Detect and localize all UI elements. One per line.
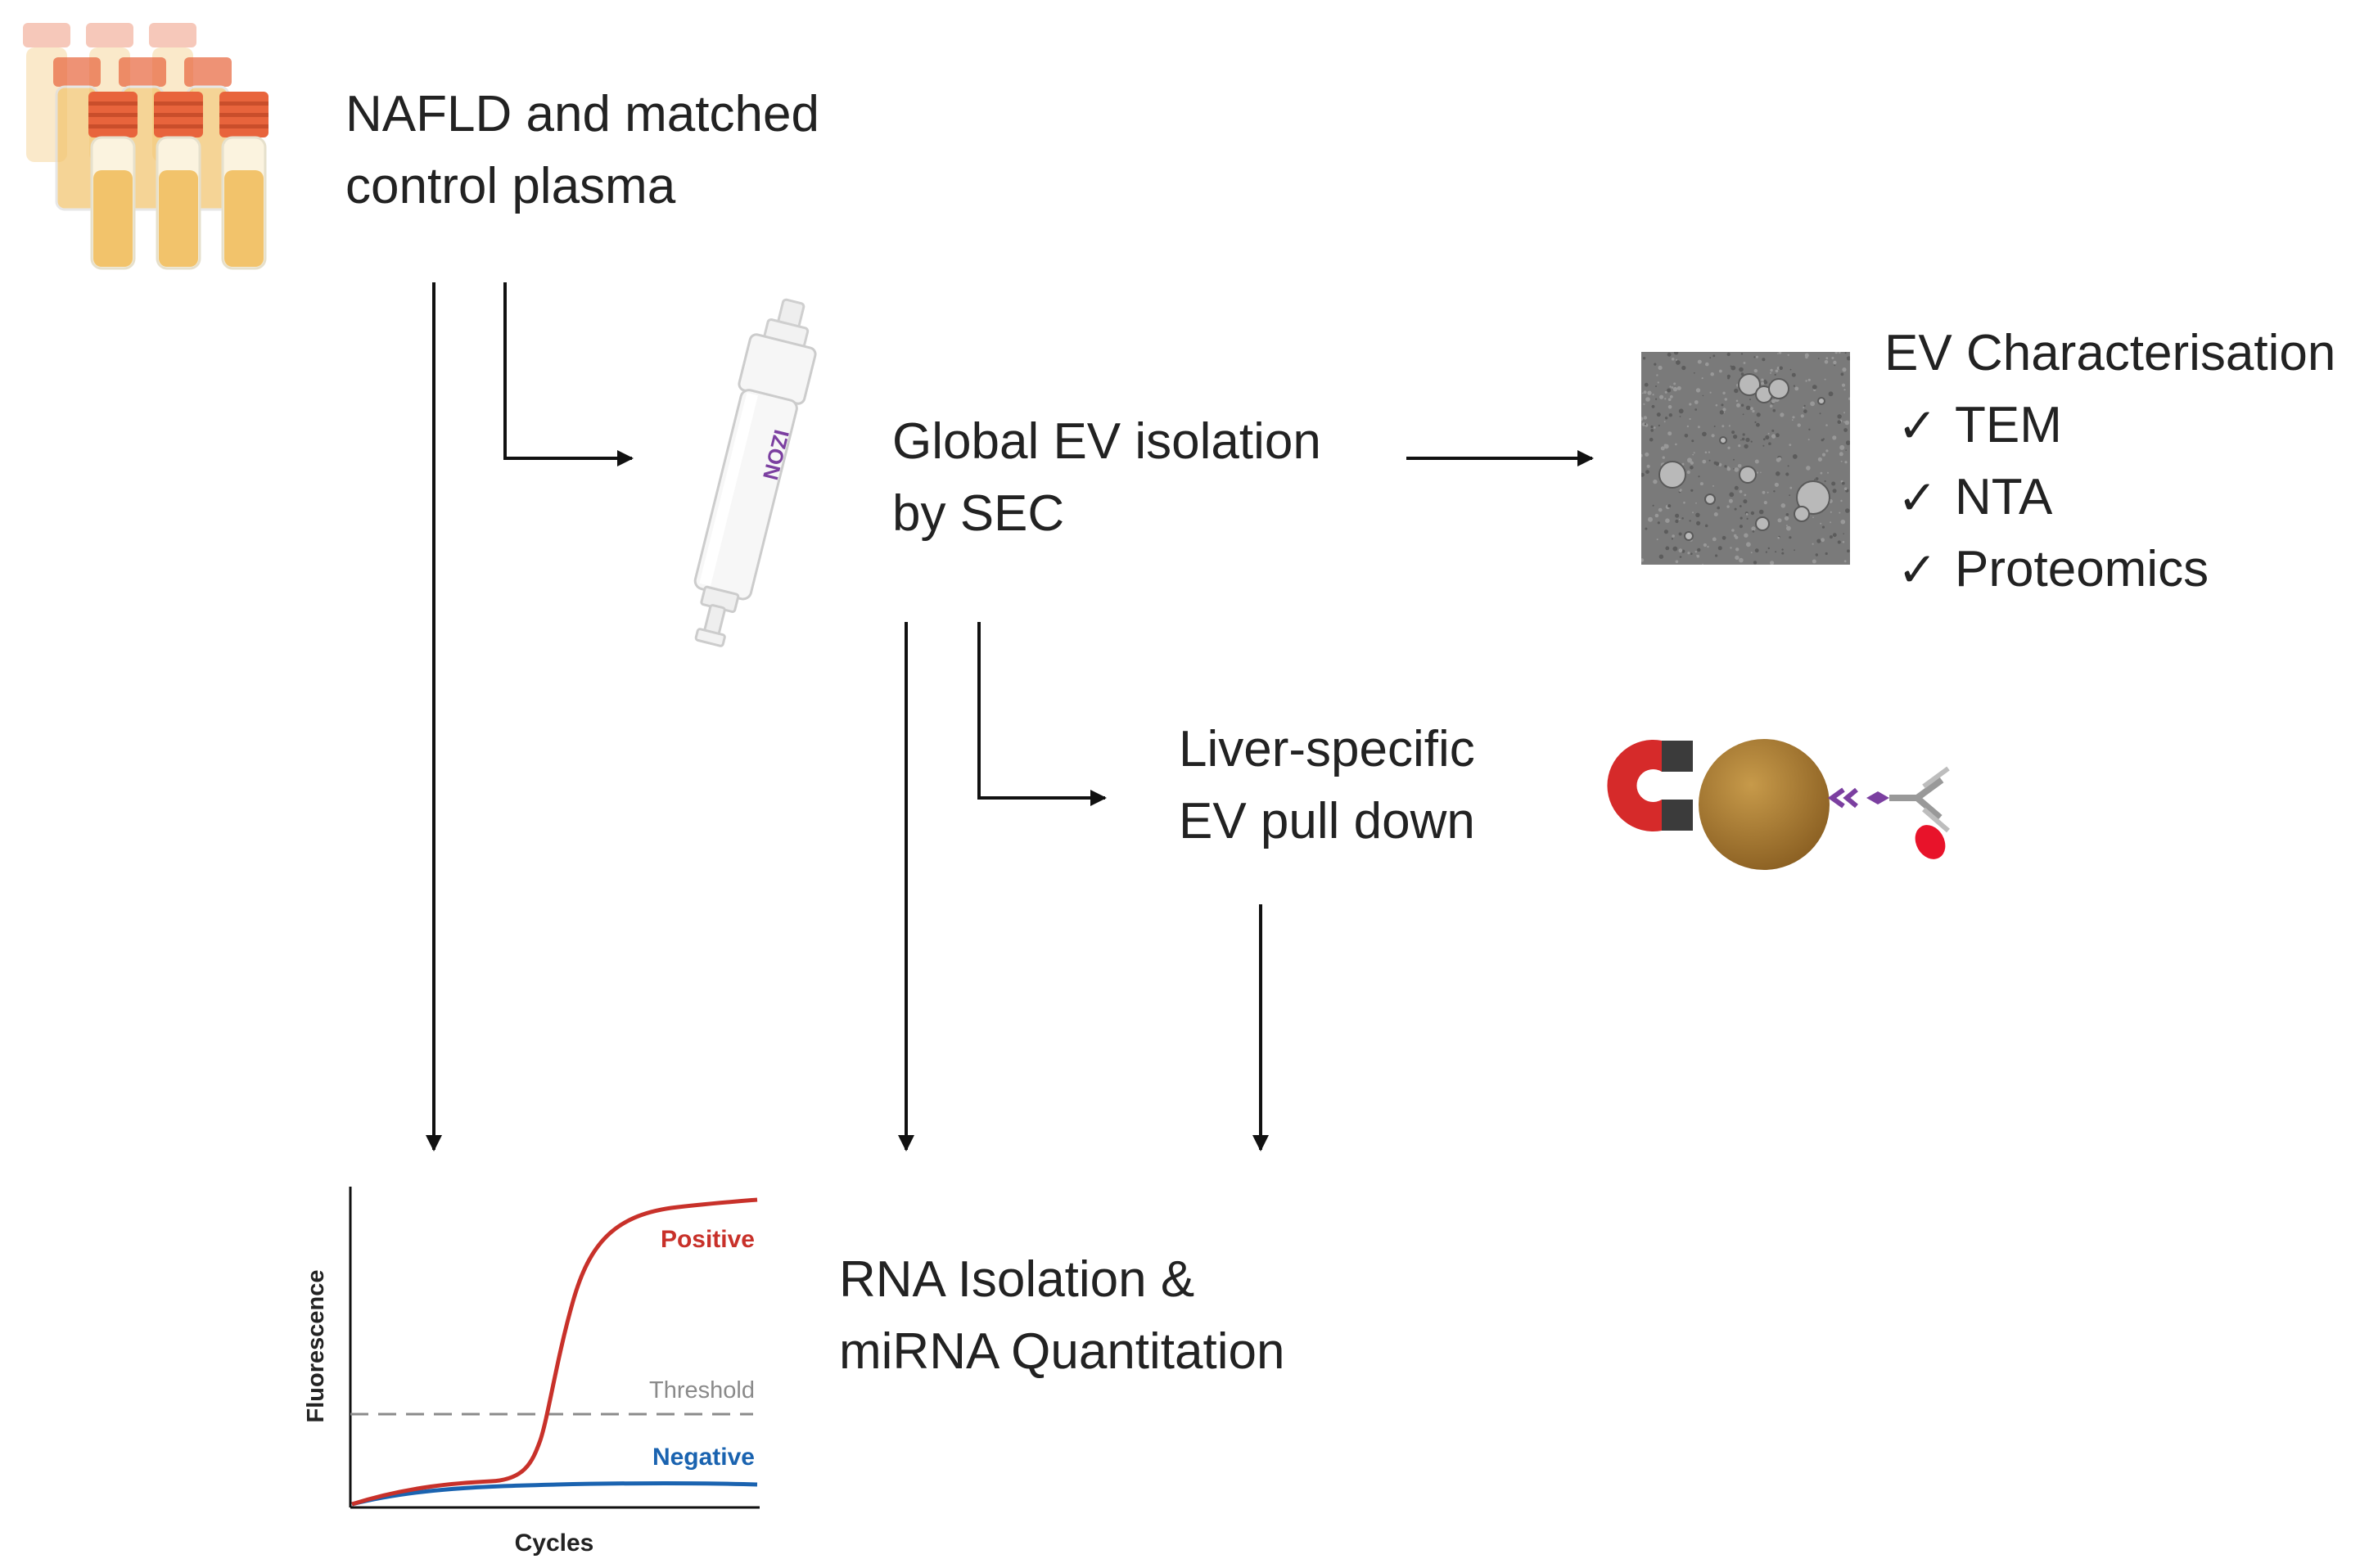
- rna-label-line-2: miRNA Quantitation: [839, 1323, 1285, 1380]
- positive-label: Positive: [661, 1226, 755, 1253]
- arrow-plasma-to-sec: [503, 282, 634, 466]
- check-icon: ✓: [1897, 398, 1938, 453]
- pulldown-label-line-2: EV pull down: [1179, 793, 1475, 849]
- pulldown-label-line-1: Liver-specific: [1179, 721, 1475, 777]
- negative-label: Negative: [652, 1444, 755, 1471]
- sec-label-line-2: by SEC: [892, 485, 1065, 542]
- characterisation-title: EV Characterisation: [1884, 325, 2336, 381]
- check-icon: ✓: [1897, 470, 1938, 525]
- negative-curve: [351, 1481, 758, 1507]
- characterisation-item-label: Proteomics: [1955, 541, 2209, 597]
- tem-micrograph-image: [1641, 352, 1850, 565]
- pulldown-label: Liver-specific EV pull down: [1179, 714, 1475, 858]
- check-icon: ✓: [1897, 542, 1938, 597]
- characterisation-item-tem: ✓ TEM: [1897, 390, 2062, 462]
- rna-label: RNA Isolation & miRNA Quantitation: [839, 1244, 1284, 1388]
- plasma-label-line-1: NAFLD and matched: [345, 86, 819, 142]
- sec-column-icon: IZON: [693, 298, 817, 647]
- positive-curve: [351, 1197, 758, 1507]
- x-axis-label: Cycles: [515, 1530, 594, 1557]
- plasma-tubes-icon: [23, 23, 268, 270]
- threshold-label: Threshold: [649, 1377, 755, 1404]
- rna-label-line-1: RNA Isolation &: [839, 1251, 1195, 1308]
- qpcr-amplification-chart: Positive Threshold Negative Cycles Fluor…: [303, 1187, 760, 1557]
- characterisation-item-label: TEM: [1955, 397, 2062, 453]
- y-axis-label: Fluorescence: [303, 1270, 329, 1423]
- characterisation-item-label: NTA: [1955, 469, 2053, 525]
- plasma-label: NAFLD and matched control plasma: [345, 79, 819, 223]
- sec-label-line-1: Global EV isolation: [892, 413, 1321, 470]
- plasma-label-line-2: control plasma: [345, 158, 676, 214]
- characterisation-item-nta: ✓ NTA: [1897, 462, 2052, 534]
- characterisation-item-proteomics: ✓ Proteomics: [1897, 534, 2209, 606]
- sec-label: Global EV isolation by SEC: [892, 406, 1321, 550]
- arrow-sec-to-pulldown: [977, 622, 1107, 806]
- magnetic-bead-antibody-icon: [1539, 708, 1965, 892]
